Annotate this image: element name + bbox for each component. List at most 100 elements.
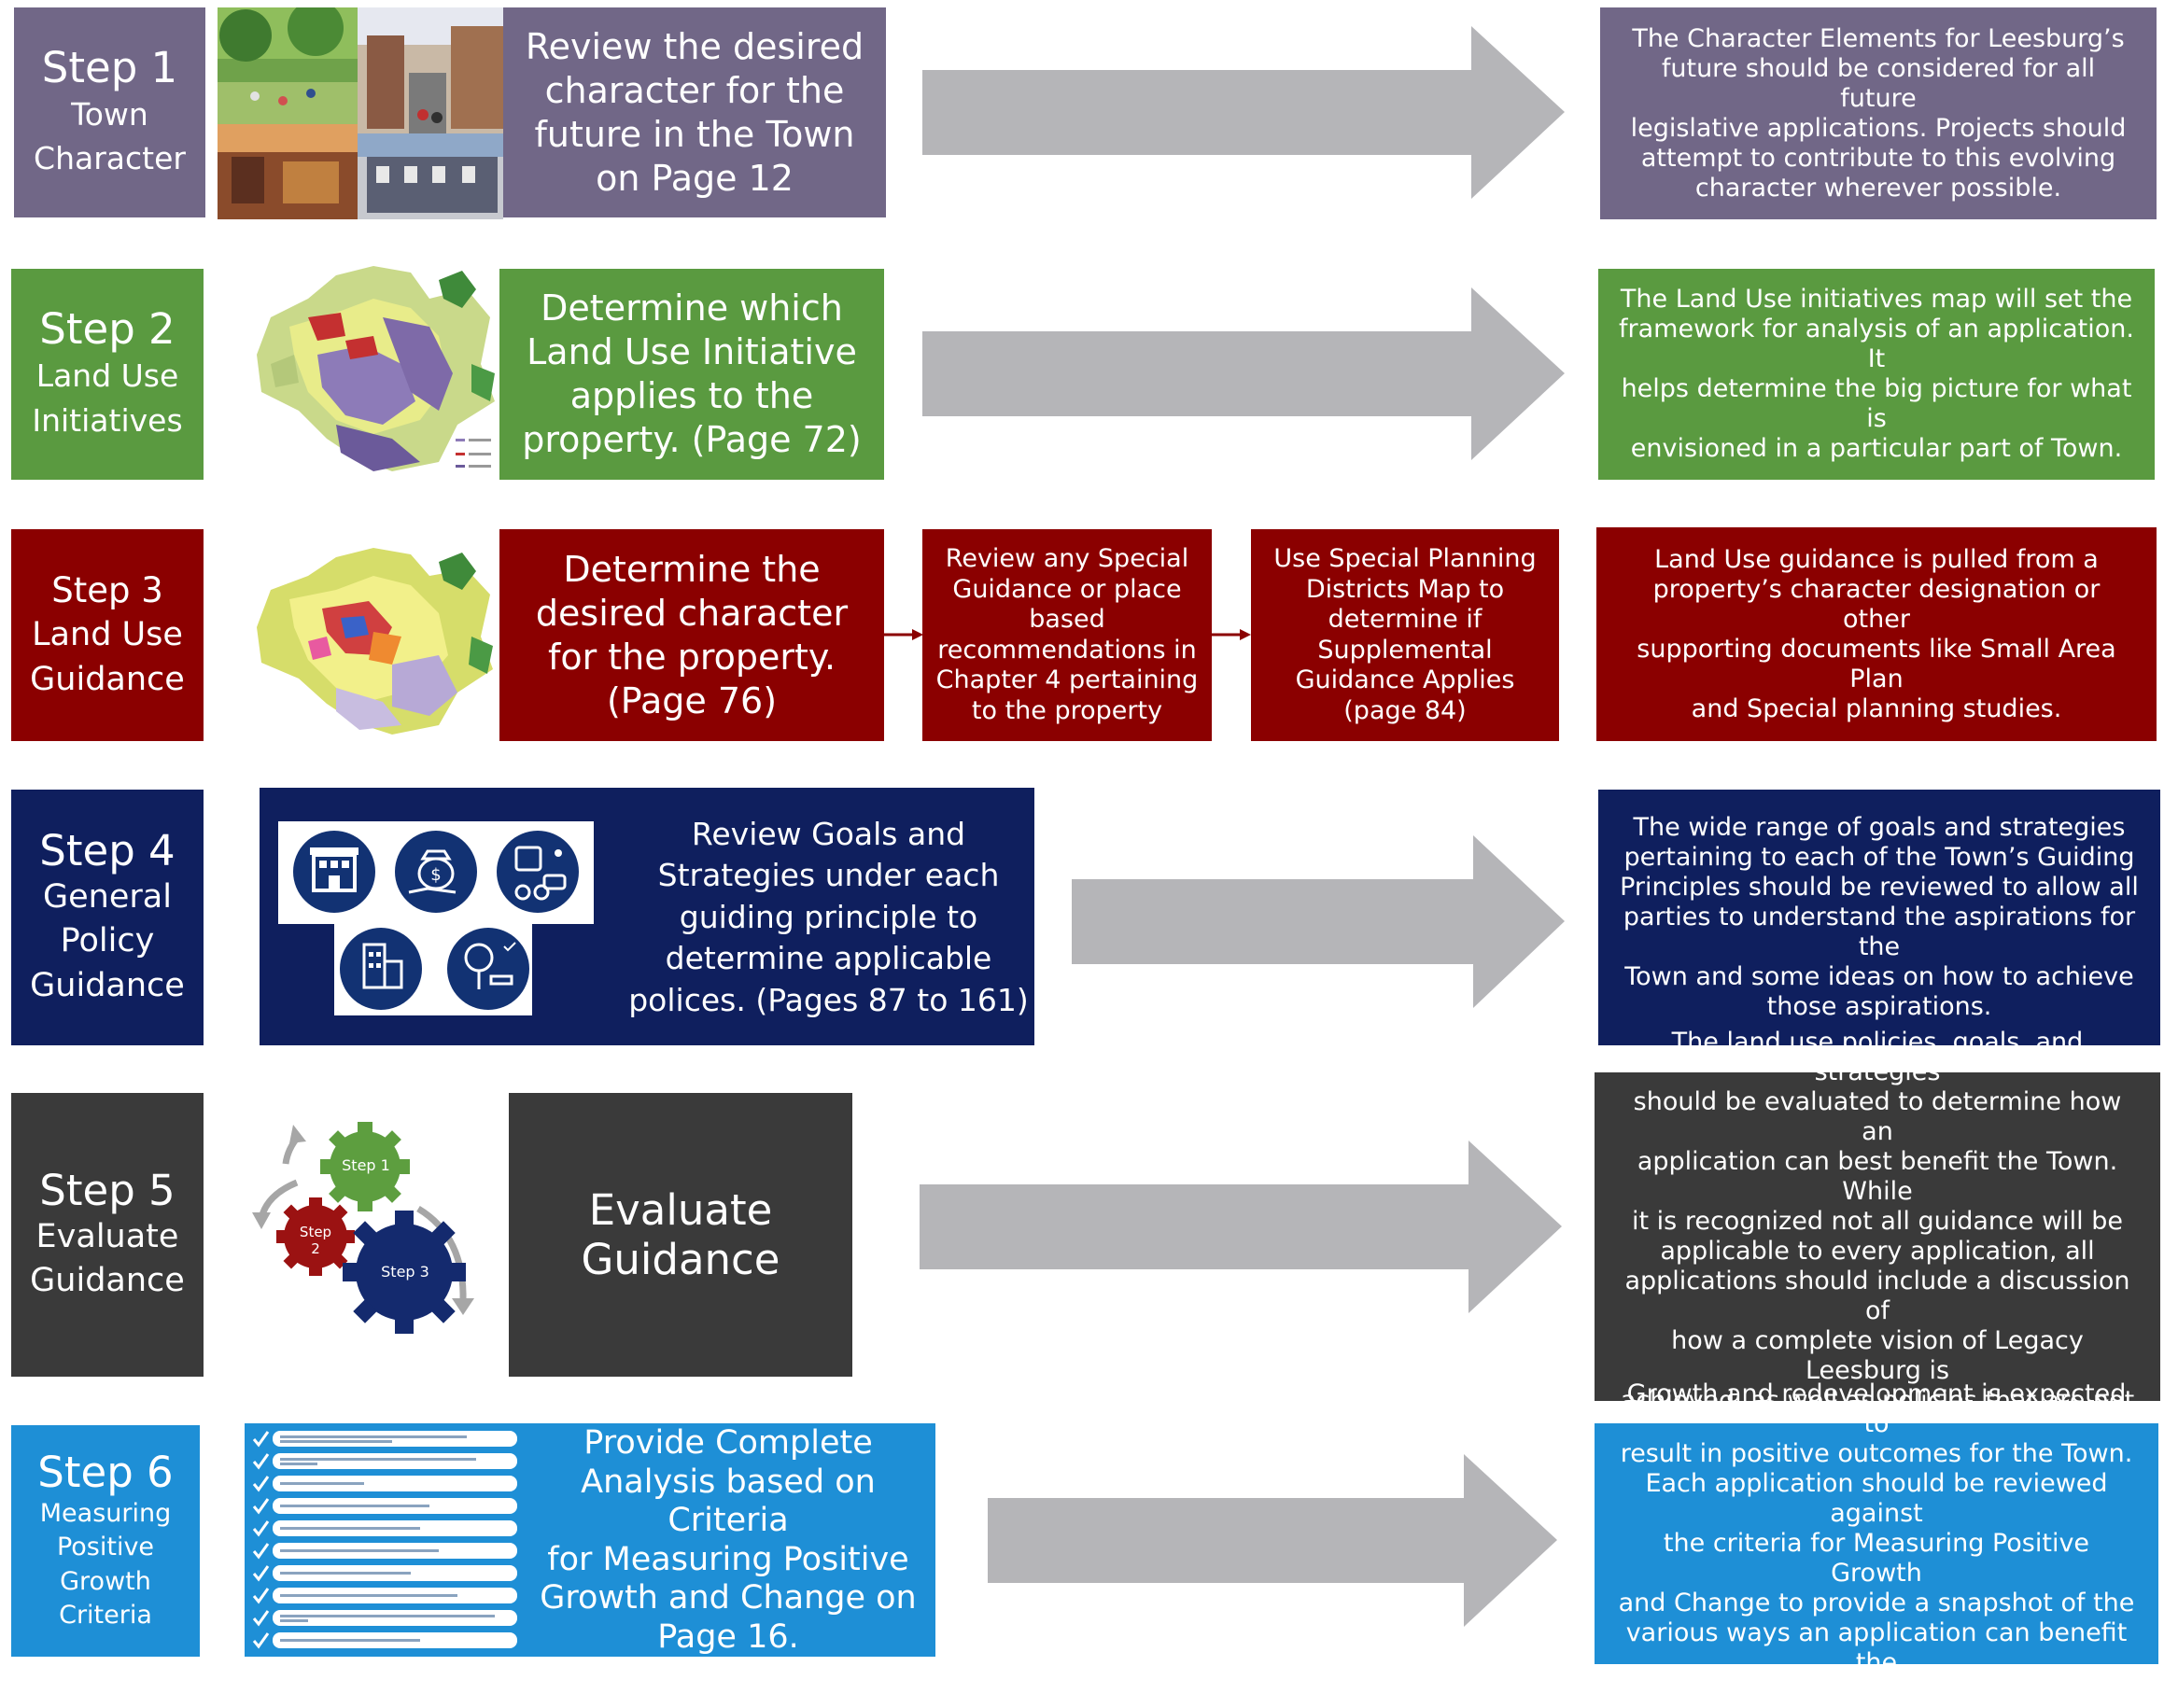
step3-result: Land Use guidance is pulled from a prope… xyxy=(1596,527,2157,741)
step5-action-line2: Guidance xyxy=(581,1235,780,1284)
step1-result-line4: attempt to contribute to this evolving xyxy=(1640,143,2116,173)
step3-action: Determine the desired character for the … xyxy=(499,529,884,741)
step5-sub-line1: Evaluate xyxy=(35,1217,179,1255)
step6-sub-line2: Positive xyxy=(56,1533,155,1562)
step6-result-line7: Town. xyxy=(1840,1678,1913,1707)
step2-arrow xyxy=(922,287,1565,460)
step4-result-line3: Principles should be reviewed to allow a… xyxy=(1620,873,2139,902)
step3-result-line2: property’s character designation or othe… xyxy=(1652,574,2101,634)
gear-step3-label: Step 3 xyxy=(381,1263,429,1281)
step4-result-line4: parties to understand the aspirations fo… xyxy=(1623,903,2136,961)
land-use-initiatives-map xyxy=(252,261,499,483)
step2-action: Determine which Land Use Initiative appl… xyxy=(499,269,884,480)
step4-title: Step 4 xyxy=(39,826,176,876)
step5-result-line6: applications should include a discussion… xyxy=(1624,1267,2130,1325)
step2-title: Step 2 xyxy=(39,304,176,355)
step5-result-line4: it is recognized not all guidance will b… xyxy=(1632,1207,2123,1236)
step1-result: The Character Elements for Leesburg’s fu… xyxy=(1600,7,2157,219)
guiding-principle-icons: $ xyxy=(293,831,579,1010)
step6-result-line6: various ways an application can benefit … xyxy=(1625,1618,2128,1677)
step3-action-line1: Determine the xyxy=(563,548,821,590)
step1-title: Step 1 xyxy=(41,42,178,92)
step2-action-line3: applies to the xyxy=(569,375,814,416)
step2-action-line2: Land Use Initiative xyxy=(527,331,857,372)
step3-districts-line3: determine if xyxy=(1328,605,1482,634)
step2-result-line2: framework for analysis of an application… xyxy=(1619,315,2134,373)
step4-sub-line1: General xyxy=(43,878,172,916)
step1-label: Step 1 Town Character xyxy=(14,7,205,217)
gear-step2-label: Step 2 xyxy=(299,1224,332,1257)
step1-result-line1: The Character Elements for Leesburg’s xyxy=(1632,23,2125,53)
step1-arrow xyxy=(922,26,1565,199)
step3-districts-line2: Districts Map to xyxy=(1305,574,1505,604)
step6-action-line4: Growth and Change on xyxy=(540,1579,917,1617)
step5-sub-line2: Guidance xyxy=(30,1261,185,1299)
step1-result-line2: future should be considered for all futu… xyxy=(1661,53,2096,113)
step1-action: Review the desired character for the fut… xyxy=(503,7,886,217)
step3-result-line1: Land Use guidance is pulled from a xyxy=(1654,544,2099,574)
step2-result-line4: envisioned in a particular part of Town. xyxy=(1630,434,2123,463)
step5-action: Evaluate Guidance xyxy=(509,1093,852,1377)
step1-result-line5: character wherever possible. xyxy=(1694,173,2062,203)
step1-action-line4: on Page 12 xyxy=(596,157,794,199)
step2-action-line4: property. (Page 72) xyxy=(522,419,862,460)
gear-icon-step1 xyxy=(320,1122,410,1211)
step3-special-line2: Guidance or place xyxy=(952,574,1182,604)
step2-sub-line1: Land Use xyxy=(35,357,179,395)
step5-arrow xyxy=(920,1141,1562,1313)
step4-sub-line2: Policy xyxy=(60,922,155,960)
step6-action-line1: Provide Complete xyxy=(583,1424,873,1462)
step2-sub-line2: Initiatives xyxy=(32,401,183,439)
step4-sub-line3: Guidance xyxy=(30,966,185,1004)
step2-label: Step 2 Land Use Initiatives xyxy=(11,269,204,480)
step3-districts-line6: (page 84) xyxy=(1343,695,1467,725)
step6-sub-line3: Growth xyxy=(60,1566,151,1596)
park-tree-icon xyxy=(447,928,529,1010)
step6-arrow xyxy=(988,1454,1557,1627)
step6-result-line3: Each application should be reviewed agai… xyxy=(1645,1469,2108,1528)
step3-special-line4: recommendations in xyxy=(937,635,1197,665)
criteria-checklist xyxy=(252,1431,517,1649)
step5-result-line1: The land use policies, goals, and strate… xyxy=(1671,1028,2084,1086)
step3-districts-line1: Use Special Planning xyxy=(1273,544,1537,573)
step4-result-line6: those aspirations. xyxy=(1766,992,1992,1021)
step6-action-line2: Analysis based on Criteria xyxy=(581,1463,876,1540)
step4-result: The wide range of goals and strategies p… xyxy=(1598,790,2160,1045)
step2-result-line3: helps determine the big picture for what… xyxy=(1621,374,2132,433)
step1-sub-line1: Town xyxy=(71,95,148,133)
step4-result-line1: The wide range of goals and strategies xyxy=(1633,813,2126,842)
gear-step1-label: Step 1 xyxy=(342,1156,390,1174)
step5-result-line7: how a complete vision of Legacy Leesburg… xyxy=(1671,1326,2084,1385)
step5-label: Step 5 Evaluate Guidance xyxy=(11,1093,204,1377)
step6-action: Provide Complete Analysis based on Crite… xyxy=(523,1424,934,1656)
step6-action-line5: Page 16. xyxy=(657,1617,799,1656)
step5-result-line2: should be evaluated to determine how an xyxy=(1633,1087,2122,1146)
step6-sub-line4: Criteria xyxy=(59,1601,152,1631)
step3-connector-arrow-1 xyxy=(884,629,923,640)
step5-title: Step 5 xyxy=(39,1165,176,1215)
housing-icon xyxy=(340,928,422,1010)
step4-label: Step 4 General Policy Guidance xyxy=(11,790,204,1045)
step3-action-line2: desired character xyxy=(535,592,849,634)
step4-action-line3: guiding principle to xyxy=(679,898,978,935)
step3-sub-line2: Guidance xyxy=(30,660,185,698)
step1-action-line3: future in the Town xyxy=(534,113,855,155)
step3-special-line3: based xyxy=(1029,605,1105,634)
step6-action-line3: for Measuring Positive xyxy=(547,1540,909,1578)
step6-result-line2: result in positive outcomes for the Town… xyxy=(1620,1439,2133,1468)
step3-connector-arrow-2 xyxy=(1212,629,1251,640)
step6-sub-line1: Measuring xyxy=(39,1499,172,1528)
step3-special-planning-districts: Use Special Planning Districts Map to de… xyxy=(1251,529,1559,741)
building-icon xyxy=(293,831,375,913)
step6-result-line1: Growth and redevelopment is expected to xyxy=(1626,1379,2127,1438)
step3-districts-line5: Guidance Applies xyxy=(1295,665,1515,694)
step1-sub-line2: Character xyxy=(34,140,186,177)
step3-special-line1: Review any Special xyxy=(945,544,1189,573)
step4-result-line2: pertaining to each of the Town’s Guiding xyxy=(1623,843,2135,872)
step4-arrow xyxy=(1072,835,1565,1008)
money-bag-icon: $ xyxy=(395,831,477,913)
step4-action-line2: Strategies under each xyxy=(657,857,1000,894)
step5-result-line8: achieved, as well as policies that are n… xyxy=(1620,1386,2135,1415)
step5-result-line3: application can best benefit the Town. W… xyxy=(1637,1147,2118,1206)
step3-special-line6: to the property xyxy=(971,695,1163,725)
